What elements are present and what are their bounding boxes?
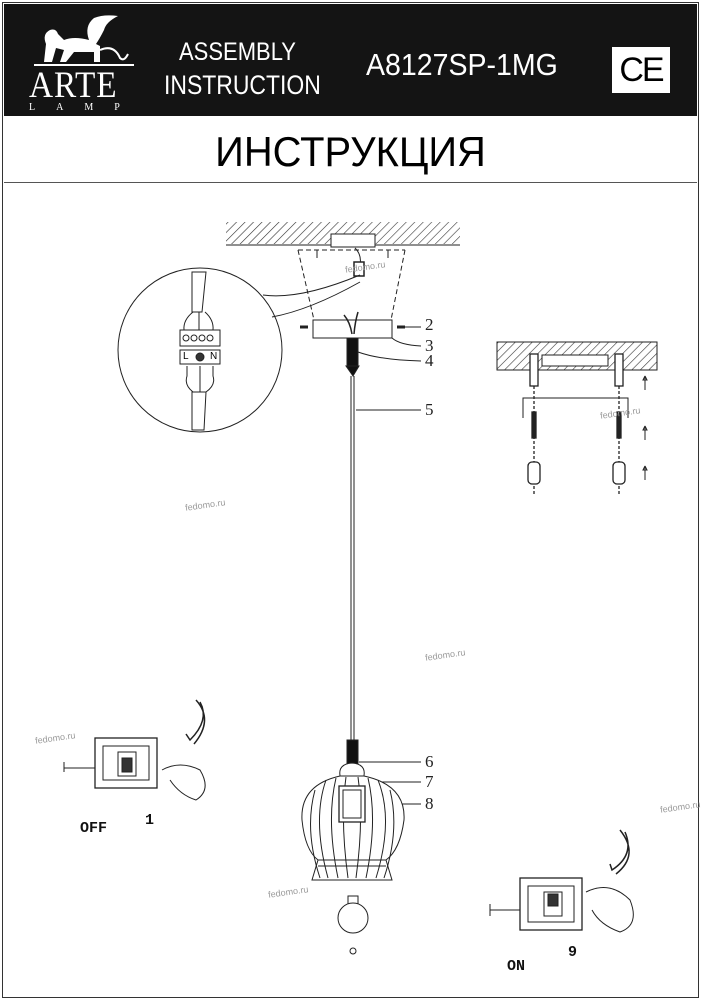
cable-connector bbox=[345, 337, 360, 742]
hand-icon bbox=[585, 887, 634, 933]
callout-3: 3 bbox=[425, 336, 434, 355]
switch-off-label: OFF bbox=[80, 820, 108, 837]
hand-icon bbox=[161, 764, 206, 801]
callout-5: 5 bbox=[425, 400, 434, 419]
wall-switch-on-icon bbox=[489, 829, 634, 933]
header-bar: ARTE LAMP ASSEMBLY INSTRUCTION A8127SP-1… bbox=[4, 4, 697, 116]
callout-4: 4 bbox=[425, 351, 434, 370]
brand-subtitle: LAMP bbox=[29, 102, 141, 113]
ceiling-hatch-icon bbox=[226, 222, 460, 248]
mounting-detail bbox=[496, 341, 658, 495]
ce-mark-icon: CE bbox=[612, 47, 670, 93]
heading-instruction: INSTRUCTION bbox=[164, 70, 321, 100]
model-number: A8127SP-1MG bbox=[366, 47, 558, 82]
callout-8: 8 bbox=[425, 794, 434, 813]
switch-on-label: ON bbox=[507, 958, 526, 975]
divider bbox=[4, 182, 697, 183]
callout-2: 2 bbox=[425, 315, 434, 334]
wall-switch-off-icon bbox=[63, 699, 206, 801]
curved-arrow-icon bbox=[609, 829, 630, 875]
terminal-l: L bbox=[183, 351, 189, 362]
lion-logo-icon bbox=[34, 15, 134, 66]
page-title: ИНСТРУКЦИЯ bbox=[215, 128, 486, 175]
light-bulb-icon bbox=[337, 895, 369, 955]
step-9-label: 9 bbox=[568, 944, 578, 961]
heading-assembly: ASSEMBLY bbox=[179, 38, 296, 66]
lamp-shade bbox=[301, 739, 405, 881]
terminal-n: N bbox=[210, 351, 218, 362]
canopy bbox=[297, 247, 406, 339]
brand-name: ARTE bbox=[29, 65, 118, 106]
wire-connector-detail bbox=[117, 267, 361, 433]
step-1-label: 1 bbox=[145, 812, 155, 829]
callout-6: 6 bbox=[425, 752, 434, 771]
curved-arrow-icon bbox=[185, 699, 206, 745]
callout-7: 7 bbox=[425, 772, 434, 791]
